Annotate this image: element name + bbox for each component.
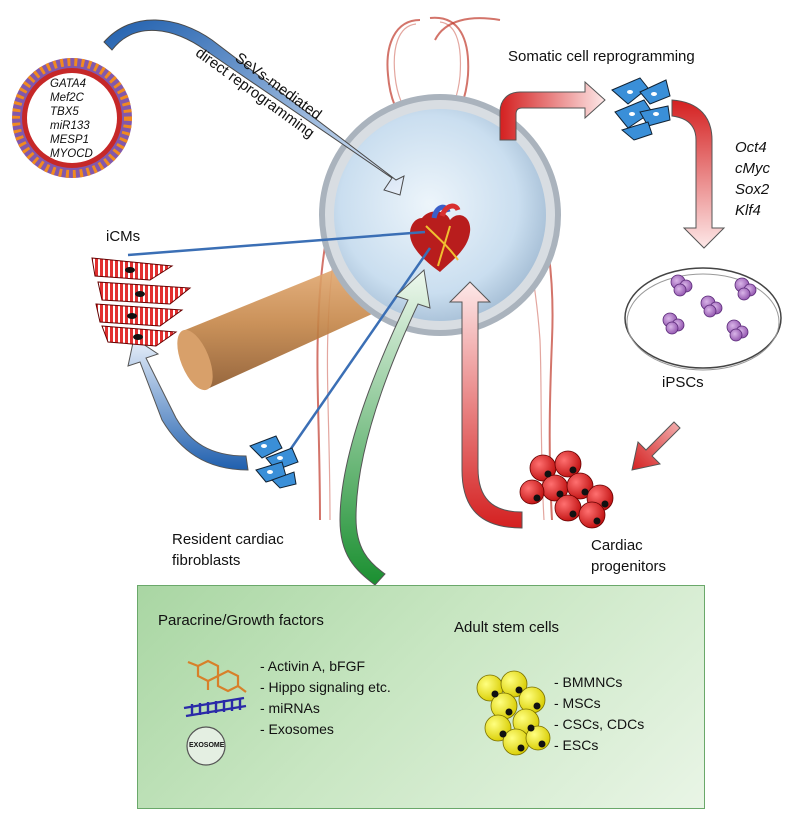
progenitors-label: Cardiac progenitors (591, 535, 666, 577)
yamanaka-arrow (671, 99, 726, 249)
gene-label: MESP1 (50, 134, 89, 146)
stem-cell-item: - CSCs, CDCs (554, 716, 645, 732)
exosome-icon-text: EXOSOME (189, 742, 225, 749)
stem-cell-item: - ESCs (554, 737, 599, 753)
sendai-virus-icon (12, 58, 132, 178)
ipscs-label: iPSCs (662, 374, 704, 391)
magnifier-handle (177, 255, 392, 391)
gene-label: Mef2C (50, 92, 84, 104)
paracrine-item: - Activin A, bFGF (260, 658, 366, 674)
progenitor-to-heart-arrow (448, 281, 523, 529)
gene-label: GATA4 (50, 78, 86, 90)
somatic-reprogramming-arrow (499, 80, 606, 141)
gene-label: miR133 (50, 120, 90, 132)
yamanaka-factor-list: Oct4 cMyc Sox2 Klf4 (735, 137, 770, 221)
growth-factor-molecule-icon (187, 659, 247, 693)
exosome-icon (186, 726, 226, 766)
fibroblast-to-heart-line (288, 247, 432, 451)
cardiac-progenitor-cluster (519, 450, 614, 529)
gene-label: TBX5 (50, 106, 79, 118)
virus-gene-list: GATA4 Mef2C TBX5 miR133 MESP1 MYOCD (50, 77, 93, 161)
fibroblasts-label-line1: Resident cardiac (172, 531, 284, 548)
icms-label: iCMs (106, 228, 141, 245)
paracrine-icons (183, 659, 247, 766)
fibroblasts-label: Resident cardiac fibroblasts (172, 529, 284, 571)
factor-label: Klf4 (735, 202, 761, 219)
stem-cell-list: - BMMNCs - MSCs - CSCs, CDCs - ESCs (554, 672, 644, 756)
stem-cell-item: - MSCs (554, 695, 601, 711)
factor-label: Sox2 (735, 181, 770, 198)
ipsc-to-progenitor-arrow (631, 421, 681, 471)
progenitors-label-line1: Cardiac (591, 537, 643, 554)
paracrine-item: - Hippo signaling etc. (260, 679, 391, 695)
paracrine-title: Paracrine/Growth factors (158, 612, 324, 629)
panel-to-heart-arrow (339, 268, 431, 586)
factor-label: cMyc (735, 160, 770, 177)
sevs-arrow (103, 19, 405, 196)
somatic-cells-icon (611, 77, 671, 141)
adult-stem-cell-cluster (476, 670, 551, 756)
factor-label: Oct4 (735, 139, 767, 156)
paracrine-item: - Exosomes (260, 721, 334, 737)
ipsc-petri-dish (624, 267, 782, 371)
fibroblasts-label-line2: fibroblasts (172, 552, 241, 569)
mirna-icon (183, 696, 247, 718)
paracrine-item: - miRNAs (260, 700, 320, 716)
stem-cell-item: - BMMNCs (554, 674, 623, 690)
icm-cells-icon (91, 257, 192, 347)
gene-label: MYOCD (50, 148, 93, 160)
paracrine-list: - Activin A, bFGF - Hippo signaling etc.… (260, 656, 391, 740)
stem-cell-title: Adult stem cells (454, 619, 560, 636)
therapy-sources-panel: Paracrine/Growth factors Adult stem cell… (137, 585, 705, 809)
progenitors-label-line2: progenitors (591, 558, 667, 575)
icms-to-heart-line (127, 230, 426, 257)
resident-fibroblasts-icon (249, 435, 299, 489)
somatic-reprogramming-label: Somatic cell reprogramming (508, 48, 695, 65)
